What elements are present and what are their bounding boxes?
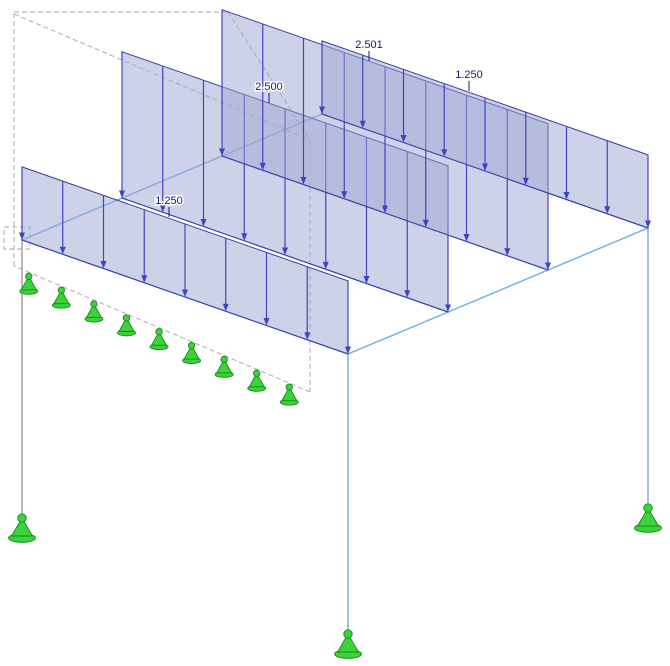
column-support[interactable] [8, 513, 36, 543]
load-arrow-head [463, 234, 470, 242]
load-arrow-head [263, 318, 270, 326]
member-beam-right[interactable] [347, 227, 649, 355]
supports [8, 272, 662, 659]
support-cone [183, 344, 200, 360]
support-ball [90, 300, 98, 308]
support-cone [150, 330, 168, 346]
load-arrow-head [400, 135, 407, 143]
nodal-support[interactable] [117, 314, 136, 337]
nodal-support[interactable] [84, 300, 104, 323]
load-arrow-head [482, 163, 488, 171]
load-arrow-head [322, 261, 329, 270]
load-arrow-head [59, 246, 66, 255]
load-arrow-head [300, 177, 307, 185]
load-arrow-head [241, 233, 248, 241]
support-cone [10, 517, 34, 537]
load-arrow-head [200, 219, 207, 227]
nodal-support[interactable] [51, 286, 71, 309]
load-arrow-head [100, 261, 107, 269]
load-arrow-head [341, 191, 348, 199]
load-arrow-head [645, 220, 651, 228]
load-arrow-head [119, 190, 125, 198]
load-value-label[interactable]: 1.250 [154, 194, 185, 209]
load-arrow-head [382, 205, 388, 213]
support-cone [636, 507, 660, 527]
distributed-load-panel[interactable] [319, 40, 651, 229]
support-cone [85, 303, 103, 318]
support-cone [118, 316, 135, 332]
support-ball [187, 341, 196, 350]
distributed-load-panel[interactable] [19, 166, 351, 355]
support-ball [253, 369, 261, 377]
load-panels [19, 8, 651, 355]
load-arrow-head [219, 148, 225, 156]
load-arrow-head [504, 248, 511, 256]
nodal-support[interactable] [149, 328, 169, 351]
support-cone [215, 358, 233, 374]
load-arrow-head [159, 204, 166, 213]
support-ball [122, 314, 131, 322]
load-arrow-head [522, 177, 529, 186]
column-support[interactable] [334, 629, 362, 659]
load-arrow-head [363, 276, 370, 284]
support-cone [336, 633, 360, 653]
support-ball [220, 355, 228, 364]
support-cone [281, 386, 298, 402]
load-arrow-head [222, 303, 229, 312]
support-ball [643, 503, 653, 513]
load-labels: 1.250 2.500 2.501 1.250 [154, 38, 485, 217]
load-arrow-head [404, 290, 411, 298]
nodal-support[interactable] [214, 355, 234, 378]
nodal-support[interactable] [19, 272, 39, 295]
support-ball [155, 328, 163, 336]
nodal-support[interactable] [279, 383, 299, 406]
support-cone [53, 289, 70, 305]
load-value-label[interactable]: 2.501 [354, 38, 385, 53]
column-support[interactable] [634, 503, 662, 533]
load-arrow-head [604, 206, 611, 214]
support-ball [25, 272, 33, 280]
load-arrow-head [345, 346, 351, 354]
load-arrow-head [141, 275, 148, 283]
nodal-support[interactable] [182, 341, 202, 365]
load-value-label[interactable]: 1.250 [454, 68, 485, 83]
load-arrow-head [182, 289, 188, 297]
load-value-label[interactable]: 2.500 [254, 80, 285, 95]
load-arrow-head [19, 232, 25, 240]
support-ball [17, 513, 27, 523]
load-arrow-head [445, 304, 451, 312]
support-cone [20, 275, 38, 291]
hidden-edge [13, 265, 311, 393]
load-arrow-head [441, 149, 448, 157]
load-arrow-head [259, 162, 266, 171]
support-ball [285, 383, 293, 391]
load-arrow-head [304, 332, 311, 340]
support-ball [57, 286, 66, 294]
load-arrow-head [545, 262, 551, 270]
support-cone [248, 372, 265, 388]
load-arrow-head [422, 219, 429, 228]
load-arrow-head [563, 192, 570, 200]
support-ball [343, 629, 353, 639]
load-arrow-head [282, 247, 288, 255]
nodal-support[interactable] [247, 369, 267, 392]
load-arrow-head [319, 106, 325, 114]
load-arrow-head [359, 120, 366, 129]
